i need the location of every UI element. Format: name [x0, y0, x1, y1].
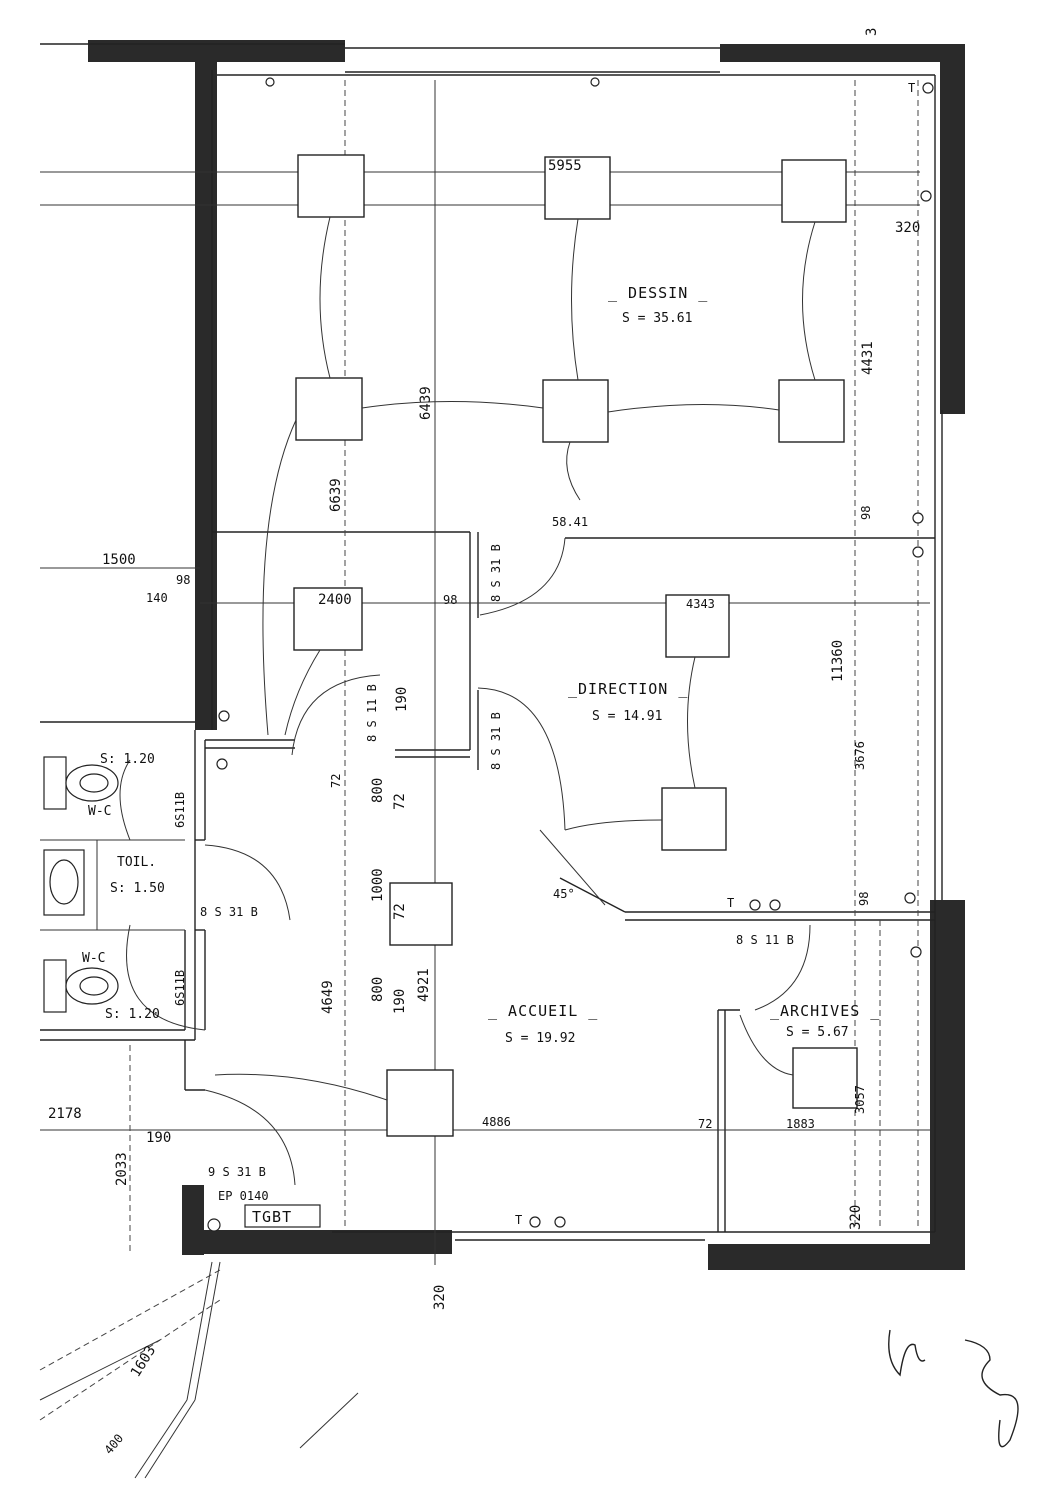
dim-label: 190: [394, 687, 410, 712]
panel-label: TGBT: [252, 1208, 292, 1226]
dim-label: 3676: [853, 741, 867, 770]
dim-label: 98: [176, 573, 190, 587]
dim-label: 72: [392, 793, 408, 810]
t-mark: T: [908, 81, 915, 95]
tgbt-panel: TGBT EP 0140: [218, 1189, 321, 1228]
unit-box: [544, 156, 611, 220]
room-accueil-area: S = 19.92: [505, 1031, 575, 1046]
dim-label: 800: [370, 977, 386, 1002]
dim-label: 4431: [860, 341, 876, 375]
dim-label: 72: [698, 1117, 712, 1131]
room-wc-bottom-area: S: 1.20: [105, 1007, 160, 1022]
dim-label: 4649: [320, 980, 336, 1014]
unit-box: [293, 587, 363, 651]
t-mark: T: [515, 1213, 522, 1227]
unit-box: [778, 379, 845, 443]
door-swings: [119, 537, 606, 1186]
room-direction-name: _DIRECTION _: [568, 680, 688, 698]
dim-label: 800: [370, 778, 386, 803]
room-dessin-area: S = 35.61: [622, 311, 692, 326]
unit-box: [781, 159, 847, 223]
dim-label: 190: [392, 989, 408, 1014]
dim-label: 1883: [786, 1117, 815, 1131]
door-labels: 8 S 31 B 8 S 11 B 8 S 31 B 8 S 11 B 6S11…: [173, 544, 794, 1179]
dim-label: 98: [857, 892, 871, 906]
dim-label: 320: [432, 1285, 448, 1310]
door-label: 8 S 31 B: [200, 905, 258, 919]
dim-label: 98: [859, 506, 873, 520]
unit-label: 5955: [548, 158, 582, 174]
unit-box: [542, 379, 609, 443]
t-mark: T: [727, 896, 734, 910]
unit-label: 2400: [318, 592, 352, 608]
dim-label: 1500: [102, 552, 136, 568]
dimension-labels: 320 58.41 1500 98 140 98 45° 2178 190 48…: [48, 220, 920, 1146]
unit-box: [386, 1069, 454, 1137]
unit-box: [297, 154, 365, 218]
dim-label: 72: [392, 903, 408, 920]
dim-label: 4886: [482, 1115, 511, 1129]
unit-box: [295, 377, 363, 441]
dim-label: 400: [102, 1431, 127, 1457]
dim-label: 58.41: [552, 515, 588, 529]
dim-label: 140: [146, 591, 168, 605]
dim-label: 320: [848, 1205, 864, 1230]
room-archives-name: _ARCHIVES _: [770, 1002, 880, 1020]
dim-label: 1000: [370, 868, 386, 902]
dim-label: 4921: [416, 968, 432, 1002]
unit-label: 4343: [686, 597, 715, 611]
ceiling-units: [293, 154, 858, 1137]
dim-label: 2178: [48, 1106, 82, 1122]
building-outline: [40, 43, 943, 1241]
unit-box: [661, 787, 727, 851]
dim-label: 45°: [553, 887, 575, 901]
exterior-walls: [88, 40, 965, 1270]
door-label: 6S11B: [173, 970, 187, 1006]
toilet-tank: [43, 959, 67, 1013]
dim-label: 6639: [328, 478, 344, 512]
connection-arcs: [214, 216, 816, 1101]
sanitary-fixtures: [40, 756, 185, 1013]
dim-label: 72: [329, 774, 343, 788]
dim-label: 190: [146, 1130, 171, 1146]
panel-ep-label: EP 0140: [218, 1189, 269, 1203]
room-accueil-name: _ ACCUEIL _: [488, 1002, 598, 1020]
outlets: [207, 77, 934, 1232]
unit-box: [389, 882, 453, 946]
dim-label: 2033: [114, 1152, 130, 1186]
dim-label: 3: [864, 28, 880, 36]
room-wc-top-area: S: 1.20: [100, 752, 155, 767]
toilet-tank: [43, 756, 67, 810]
unit-labels: 5955 2400 4343: [318, 158, 715, 611]
door-label: 8 S 31 B: [489, 712, 503, 770]
dim-label: 98: [443, 593, 457, 607]
room-dessin-name: _ DESSIN _: [608, 284, 708, 302]
door-label: 8 S 31 B: [489, 544, 503, 602]
room-direction-area: S = 14.91: [592, 709, 662, 724]
unit-box: [665, 594, 730, 658]
dim-label: 6439: [418, 386, 434, 420]
dim-label: 3057: [853, 1085, 867, 1114]
handwritten-signature: [888, 1329, 1019, 1448]
room-toilettes-name: TOIL.: [117, 855, 156, 870]
door-label: 8 S 11 B: [365, 684, 379, 742]
unit-box: [792, 1047, 858, 1109]
door-label: 9 S 31 B: [208, 1165, 266, 1179]
dim-label: 320: [895, 220, 920, 236]
dim-label: 11360: [830, 640, 846, 682]
room-wc-top-name: W-C: [88, 804, 111, 819]
room-archives-area: S = 5.67: [786, 1025, 849, 1040]
door-label: 8 S 11 B: [736, 933, 794, 947]
room-labels: _ DESSIN _ S = 35.61 _DIRECTION _ S = 14…: [82, 284, 880, 1046]
partitions: [40, 531, 935, 1232]
door-label: 6S11B: [173, 792, 187, 828]
room-wc-bottom-name: W-C: [82, 951, 105, 966]
room-toilettes-area: S: 1.50: [110, 881, 165, 896]
dim-label: 1603: [128, 1343, 159, 1380]
t-marks: T T T: [515, 81, 915, 1227]
